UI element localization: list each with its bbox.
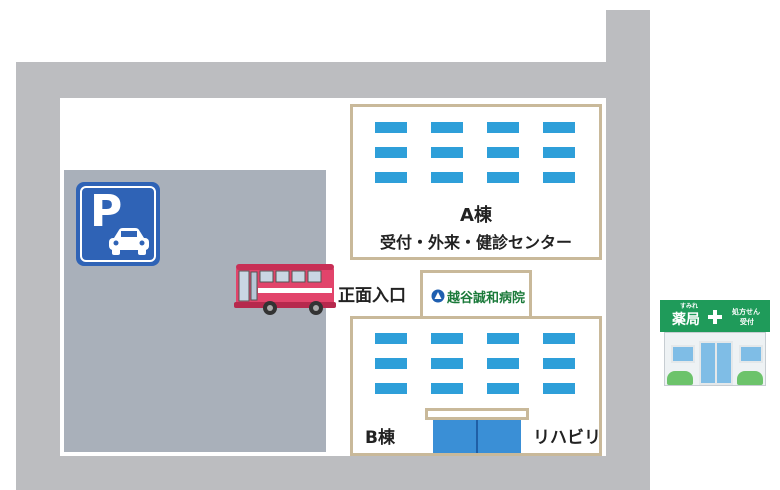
building-a-departments: 受付・外来・健診センター (379, 233, 572, 252)
window (543, 383, 575, 394)
parking-letter: P (90, 186, 123, 237)
window (487, 122, 519, 133)
hospital-name: 越谷誠和病院 (447, 291, 526, 306)
pharmacy-service-line2: 受付 (740, 318, 754, 326)
pharmacy-name: 薬局 (672, 312, 700, 328)
window (543, 122, 575, 133)
road-bottom (16, 456, 650, 490)
entrance-canopy (425, 408, 529, 420)
pharmacy-door (699, 341, 733, 385)
cross-icon (708, 310, 722, 324)
bush-right (737, 371, 763, 385)
parking-sign-border (80, 186, 156, 262)
window (375, 147, 407, 158)
window (543, 147, 575, 158)
window (543, 358, 575, 369)
window (543, 333, 575, 344)
window (487, 172, 519, 183)
rehab-label: リハビリ (533, 428, 601, 448)
door-divider (715, 343, 717, 383)
window (375, 383, 407, 394)
window (431, 122, 463, 133)
window (431, 333, 463, 344)
road-left (16, 62, 60, 490)
pharmacy-window-left (671, 345, 695, 363)
pharmacy-small-name: すみれ (680, 303, 699, 310)
parking-sign: P (76, 182, 160, 266)
pharmacy: すみれ 薬局 処方せん 受付 (660, 300, 770, 388)
pharmacy-facade (664, 332, 766, 386)
bush-left (667, 371, 693, 385)
building-b: B棟 リハビリ (350, 316, 602, 456)
window (431, 147, 463, 158)
hospital-logo-icon (431, 289, 445, 303)
window (487, 333, 519, 344)
window (375, 333, 407, 344)
window (487, 147, 519, 158)
car-icon (109, 228, 149, 255)
entrance-connector: 越谷誠和病院 (420, 270, 532, 320)
window (375, 172, 407, 183)
pharmacy-service-line1: 処方せん (732, 308, 760, 316)
door-divider (476, 420, 478, 453)
building-a-name: A棟 (460, 205, 492, 226)
building-a: A棟 受付・外来・健診センター (350, 104, 602, 260)
window (375, 122, 407, 133)
main-entrance-label: 正面入口 (338, 286, 406, 306)
window (431, 358, 463, 369)
window (543, 172, 575, 183)
window (487, 358, 519, 369)
road-right (606, 10, 650, 490)
pharmacy-sign: すみれ 薬局 処方せん 受付 (660, 300, 770, 332)
pharmacy-window-right (739, 345, 763, 363)
bus-icon (234, 264, 336, 315)
window (431, 172, 463, 183)
window (487, 383, 519, 394)
window (431, 383, 463, 394)
window (375, 358, 407, 369)
glass-door (433, 420, 521, 453)
road-top (16, 62, 650, 98)
building-b-name: B棟 (365, 428, 395, 448)
